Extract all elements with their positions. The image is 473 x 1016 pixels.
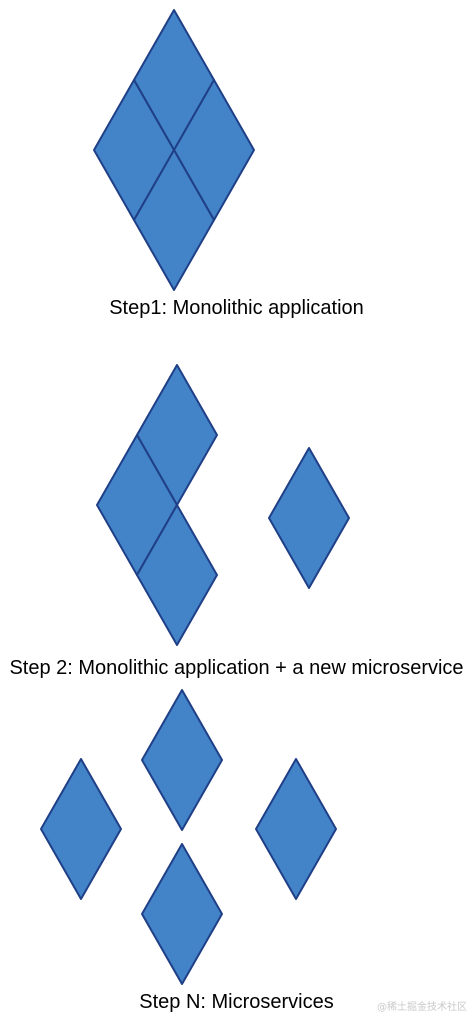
step1-monolith-bottom-block [133, 149, 215, 291]
stepN-microservice-bottom [141, 843, 223, 985]
stepN-caption: Step N: Microservices [139, 991, 334, 1013]
step2-new-microservice [268, 447, 350, 589]
stepN-microservice-top [141, 689, 223, 831]
stepN-microservice-left [40, 758, 122, 900]
step2-caption: Step 2: Monolithic application + a new m… [9, 657, 464, 679]
step2-monolith-bottom-block [136, 504, 218, 646]
step1-monolith-group [93, 9, 255, 291]
stepN-microservice-right [255, 758, 337, 900]
stepN-microservices-group [40, 689, 337, 985]
watermark-text: @稀土掘金技术社区 [377, 1002, 467, 1013]
step1-caption: Step1: Monolithic application [109, 297, 364, 319]
step2-monolith-group [96, 364, 218, 646]
